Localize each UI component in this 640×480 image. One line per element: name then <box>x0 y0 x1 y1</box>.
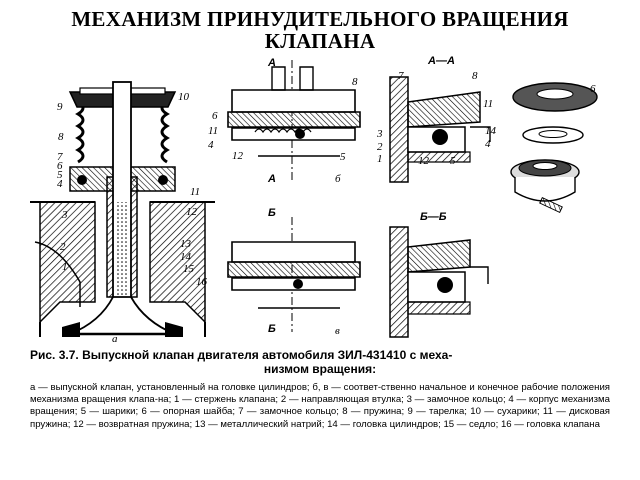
callout-6-b: 6 <box>212 110 218 122</box>
figure-caption-legend: а — выпускной клапан, установленный на г… <box>30 382 610 430</box>
view-a-valve-assembly <box>30 81 215 337</box>
callout-16-a: 16 <box>196 276 208 288</box>
callout-14-a: 14 <box>180 251 192 263</box>
callout-5-b: 5 <box>340 151 346 163</box>
callout-11-a: 11 <box>190 186 200 198</box>
callout-5-aa: 5 <box>450 155 456 167</box>
section-a-a-detail <box>389 76 491 183</box>
callout-14-aa: 14 <box>485 125 497 137</box>
callout-4-a: 4 <box>57 178 63 190</box>
callout-4-b: 4 <box>208 139 214 151</box>
callout-2-a: 2 <box>60 241 66 253</box>
callout-12-a: 12 <box>186 206 198 218</box>
callout-1-a: 1 <box>62 261 68 273</box>
title-line-2: КЛАПАНА <box>264 29 376 53</box>
view-label-v: в <box>335 325 340 337</box>
callout-10-a: 10 <box>178 91 190 103</box>
callout-12-b: 12 <box>232 150 244 162</box>
callout-9-a: 9 <box>57 101 63 113</box>
callout-4-aa: 4 <box>485 138 491 150</box>
callout-13-a: 13 <box>180 238 192 250</box>
section-marker-a-bottom: А <box>267 173 276 185</box>
section-marker-b-top: Б <box>268 207 276 219</box>
view-v-final-position <box>227 217 361 332</box>
caption-title-cont: низмом вращения: <box>263 362 377 376</box>
view-b-initial-position <box>227 60 361 182</box>
page-title: МЕХАНИЗМ ПРИНУДИТЕЛЬНОГО ВРАЩЕНИЯ КЛАПАН… <box>0 8 640 52</box>
view-label-b: б <box>335 173 341 185</box>
callout-12-aa: 12 <box>418 155 430 167</box>
section-b-b-detail <box>389 226 489 338</box>
valve-mechanism-figure: а б в А—А Б—Б А А Б Б 9 10 8 7 6 5 4 3 1… <box>30 55 598 345</box>
callout-8-b: 8 <box>352 76 358 88</box>
section-title-bb: Б—Б <box>420 211 447 223</box>
callout-1-aa: 1 <box>377 153 383 165</box>
figure-caption-title: Рис. 3.7. Выпускной клапан двигателя авт… <box>30 348 610 376</box>
callout-7-a: 7 <box>57 151 63 163</box>
callout-15-a: 15 <box>183 263 195 275</box>
figure-labels: а б в А—А Б—Б А А Б Б 9 10 8 7 6 5 4 3 1… <box>57 55 596 345</box>
view-label-a: а <box>112 333 118 345</box>
caption-title-main: Рис. 3.7. Выпускной клапан двигателя авт… <box>30 348 453 362</box>
callout-11-b: 11 <box>208 125 218 137</box>
section-marker-b-bottom: Б <box>268 323 276 335</box>
section-title-aa: А—А <box>427 55 455 67</box>
callout-3-aa: 3 <box>376 128 383 140</box>
callout-11-aa: 11 <box>483 98 493 110</box>
callout-6-aa: 6 <box>590 83 596 95</box>
callout-6-a: 6 <box>57 160 63 172</box>
callout-8-a: 8 <box>58 131 64 143</box>
callout-7-aa: 7 <box>398 70 404 82</box>
callout-5-a: 5 <box>57 169 63 181</box>
callout-8-aa: 8 <box>472 70 478 82</box>
title-line-1: МЕХАНИЗМ ПРИНУДИТЕЛЬНОГО ВРАЩЕНИЯ <box>71 7 569 31</box>
callout-3-a: 3 <box>61 209 68 221</box>
section-marker-a-top: А <box>267 57 276 69</box>
exploded-parts <box>510 82 598 214</box>
callout-2-aa: 2 <box>377 141 383 153</box>
